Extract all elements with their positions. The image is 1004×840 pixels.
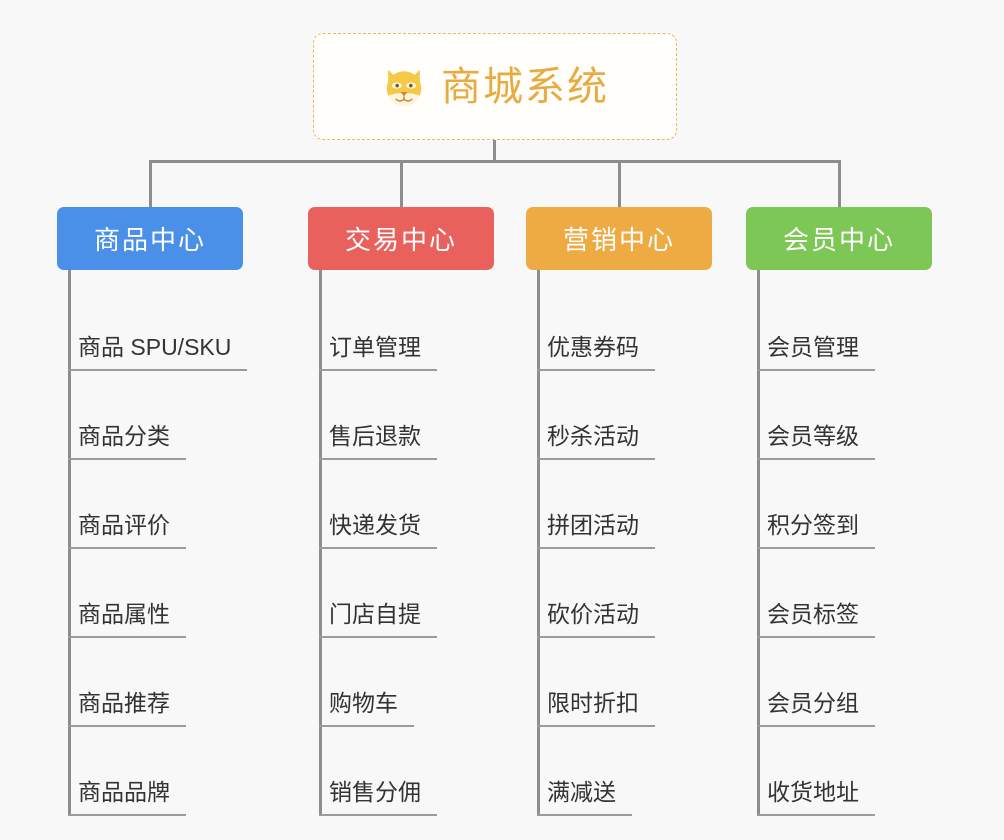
connector-drop-4 bbox=[838, 160, 841, 207]
list-item[interactable]: 优惠券码 bbox=[526, 282, 712, 371]
list-item-label: 商品推荐 bbox=[68, 692, 186, 727]
category-column: 商品中心商品 SPU/SKU 商品分类商品评价商品属性商品推荐商品品牌 bbox=[57, 207, 248, 816]
category-header[interactable]: 会员中心 bbox=[746, 207, 932, 270]
list-item[interactable]: 会员分组 bbox=[746, 638, 932, 727]
list-item[interactable]: 售后退款 bbox=[308, 371, 494, 460]
list-item-label: 商品品牌 bbox=[68, 781, 186, 816]
category-items: 优惠券码秒杀活动拼团活动砍价活动限时折扣满减送 bbox=[526, 270, 712, 816]
connector-trunk-2 bbox=[319, 270, 322, 816]
list-item[interactable]: 拼团活动 bbox=[526, 460, 712, 549]
list-item-label: 门店自提 bbox=[319, 603, 437, 638]
list-item[interactable]: 收货地址 bbox=[746, 727, 932, 816]
connector-horizontal-bus bbox=[149, 160, 841, 163]
list-item-label: 商品 SPU/SKU bbox=[68, 336, 248, 371]
list-item[interactable]: 会员标签 bbox=[746, 549, 932, 638]
list-item-label: 销售分佣 bbox=[319, 781, 437, 816]
root-title: 商城系统 bbox=[441, 64, 609, 109]
list-item-label: 优惠券码 bbox=[537, 336, 655, 371]
list-item[interactable]: 商品推荐 bbox=[57, 638, 243, 727]
connector-trunk-1 bbox=[68, 270, 71, 816]
list-item-label: 会员分组 bbox=[757, 692, 875, 727]
category-items: 商品 SPU/SKU 商品分类商品评价商品属性商品推荐商品品牌 bbox=[57, 270, 248, 816]
list-item[interactable]: 门店自提 bbox=[308, 549, 494, 638]
category-items: 订单管理售后退款快递发货门店自提购物车销售分佣 bbox=[308, 270, 494, 816]
list-item[interactable]: 购物车 bbox=[308, 638, 494, 727]
category-header[interactable]: 商品中心 bbox=[57, 207, 243, 270]
list-item[interactable]: 商品属性 bbox=[57, 549, 243, 638]
list-item-label: 拼团活动 bbox=[537, 514, 655, 549]
category-header[interactable]: 交易中心 bbox=[308, 207, 494, 270]
connector-root-stem bbox=[493, 140, 496, 162]
category-column: 营销中心优惠券码秒杀活动拼团活动砍价活动限时折扣满减送 bbox=[526, 207, 712, 816]
dog-face-icon bbox=[381, 64, 427, 110]
category-column: 交易中心订单管理售后退款快递发货门店自提购物车销售分佣 bbox=[308, 207, 494, 816]
list-item-label: 会员等级 bbox=[757, 425, 875, 460]
connector-drop-1 bbox=[149, 160, 152, 207]
category-items: 会员管理会员等级积分签到会员标签会员分组收货地址 bbox=[746, 270, 932, 816]
list-item-label: 商品分类 bbox=[68, 425, 186, 460]
list-item[interactable]: 商品品牌 bbox=[57, 727, 243, 816]
list-item[interactable]: 订单管理 bbox=[308, 282, 494, 371]
list-item[interactable]: 商品评价 bbox=[57, 460, 243, 549]
list-item[interactable]: 快递发货 bbox=[308, 460, 494, 549]
category-header[interactable]: 营销中心 bbox=[526, 207, 712, 270]
list-item[interactable]: 满减送 bbox=[526, 727, 712, 816]
list-item[interactable]: 会员管理 bbox=[746, 282, 932, 371]
list-item-label: 购物车 bbox=[319, 692, 414, 727]
connector-drop-3 bbox=[618, 160, 621, 207]
list-item[interactable]: 商品分类 bbox=[57, 371, 243, 460]
list-item-label: 秒杀活动 bbox=[537, 425, 655, 460]
connector-trunk-3 bbox=[537, 270, 540, 816]
root-node[interactable]: 商城系统 bbox=[313, 33, 677, 140]
list-item-label: 砍价活动 bbox=[537, 603, 655, 638]
list-item[interactable]: 销售分佣 bbox=[308, 727, 494, 816]
list-item[interactable]: 限时折扣 bbox=[526, 638, 712, 727]
list-item-label: 积分签到 bbox=[757, 514, 875, 549]
list-item[interactable]: 秒杀活动 bbox=[526, 371, 712, 460]
list-item-label: 商品属性 bbox=[68, 603, 186, 638]
list-item-label: 会员管理 bbox=[757, 336, 875, 371]
list-item[interactable]: 砍价活动 bbox=[526, 549, 712, 638]
list-item-label: 满减送 bbox=[537, 781, 632, 816]
connector-trunk-4 bbox=[757, 270, 760, 816]
list-item[interactable]: 商品 SPU/SKU bbox=[57, 282, 248, 371]
list-item-label: 限时折扣 bbox=[537, 692, 655, 727]
list-item[interactable]: 积分签到 bbox=[746, 460, 932, 549]
list-item-label: 收货地址 bbox=[757, 781, 875, 816]
list-item[interactable]: 会员等级 bbox=[746, 371, 932, 460]
list-item-label: 会员标签 bbox=[757, 603, 875, 638]
list-item-label: 商品评价 bbox=[68, 514, 186, 549]
list-item-label: 订单管理 bbox=[319, 336, 437, 371]
category-column: 会员中心会员管理会员等级积分签到会员标签会员分组收货地址 bbox=[746, 207, 932, 816]
list-item-label: 快递发货 bbox=[319, 514, 437, 549]
connector-drop-2 bbox=[400, 160, 403, 207]
list-item-label: 售后退款 bbox=[319, 425, 437, 460]
